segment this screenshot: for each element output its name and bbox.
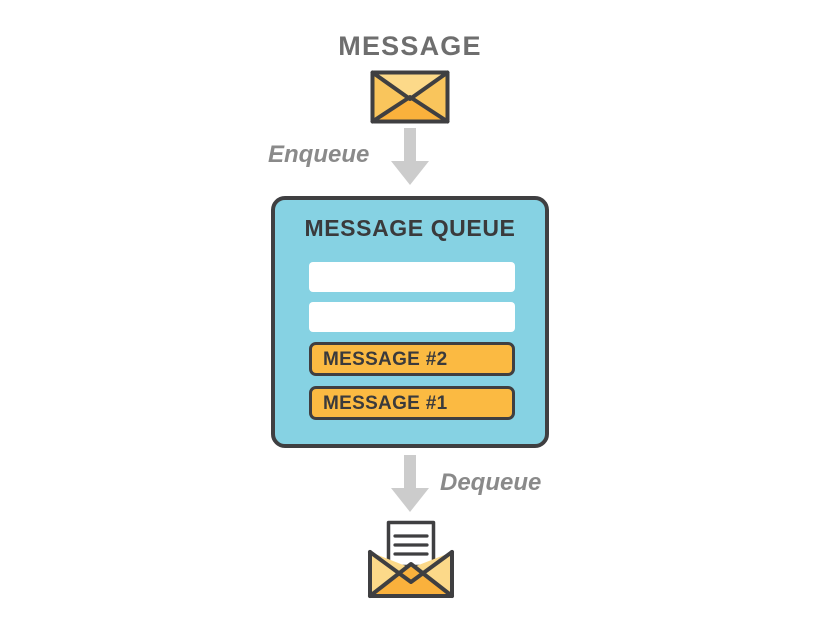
queue-message-label: MESSAGE #2	[323, 348, 448, 370]
queue-slot-message: MESSAGE #1	[309, 386, 515, 420]
closed-envelope-icon	[370, 70, 450, 124]
queue-slot-message: MESSAGE #2	[309, 342, 515, 376]
queue-slot-empty	[309, 302, 515, 332]
arrow-down-icon	[390, 128, 430, 186]
dequeue-label: Dequeue	[440, 469, 542, 496]
queue-title: MESSAGE QUEUE	[304, 215, 516, 241]
message-queue-box: MESSAGE QUEUE MESSAGE #2 MESSAGE #1	[271, 196, 549, 448]
enqueue-label: Enqueue	[268, 141, 370, 168]
queue-slot-empty	[309, 262, 515, 292]
page-title: MESSAGE	[338, 31, 482, 61]
queue-message-label: MESSAGE #1	[323, 392, 448, 414]
open-envelope-with-letter-icon	[367, 520, 455, 602]
arrow-down-icon	[390, 455, 430, 513]
queue-slot-list: MESSAGE #2 MESSAGE #1	[309, 262, 515, 430]
